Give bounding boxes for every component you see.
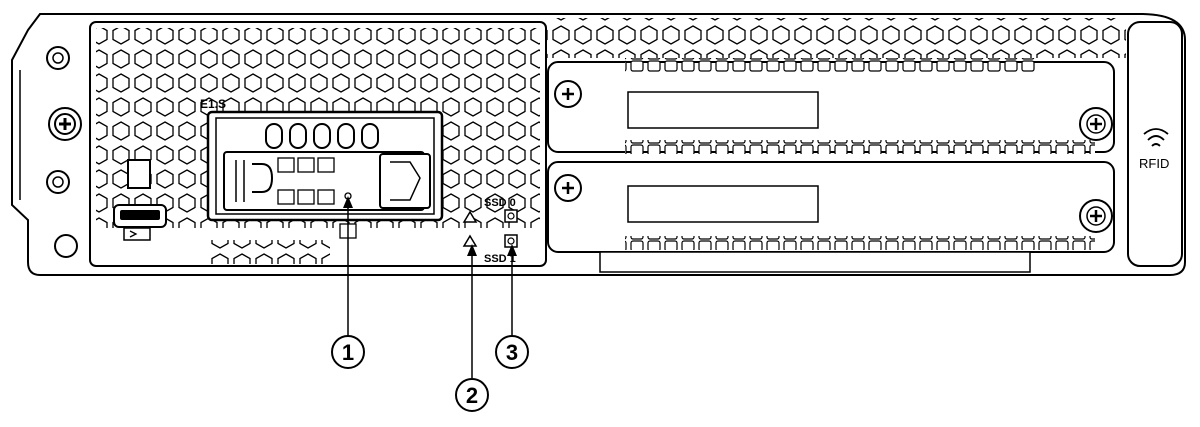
usb-console-port bbox=[113, 159, 167, 241]
callout-2: 2 bbox=[455, 378, 489, 412]
drive-carrier-handle[interactable] bbox=[223, 151, 431, 211]
callout-leaders bbox=[343, 196, 517, 378]
ssd0-activity-led bbox=[504, 209, 518, 223]
svg-text:2: 2 bbox=[466, 383, 478, 408]
e1s-drive-bay: E1.S bbox=[200, 97, 444, 264]
drive-latch-ovals bbox=[265, 123, 379, 149]
ssd0-label: SSD 0 bbox=[484, 197, 516, 209]
ssd0-fault-led-icon bbox=[462, 210, 478, 223]
svg-text:3: 3 bbox=[506, 340, 518, 365]
right-mounting-ear: RFID bbox=[1127, 21, 1183, 267]
left-mounting-ear bbox=[46, 46, 82, 258]
pcie-slot-upper bbox=[547, 58, 1115, 154]
ssd1-activity-led bbox=[504, 234, 518, 248]
callout-3: 3 bbox=[495, 335, 529, 369]
pcie-slot-lower bbox=[547, 161, 1115, 273]
svg-text:1: 1 bbox=[342, 340, 354, 365]
rfid-wave-icon bbox=[1143, 128, 1169, 147]
callout-1: 1 bbox=[331, 335, 365, 369]
rfid-label: RFID bbox=[1139, 156, 1169, 171]
ssd1-fault-led-icon bbox=[462, 234, 478, 247]
e1s-label: E1.S bbox=[200, 97, 226, 111]
